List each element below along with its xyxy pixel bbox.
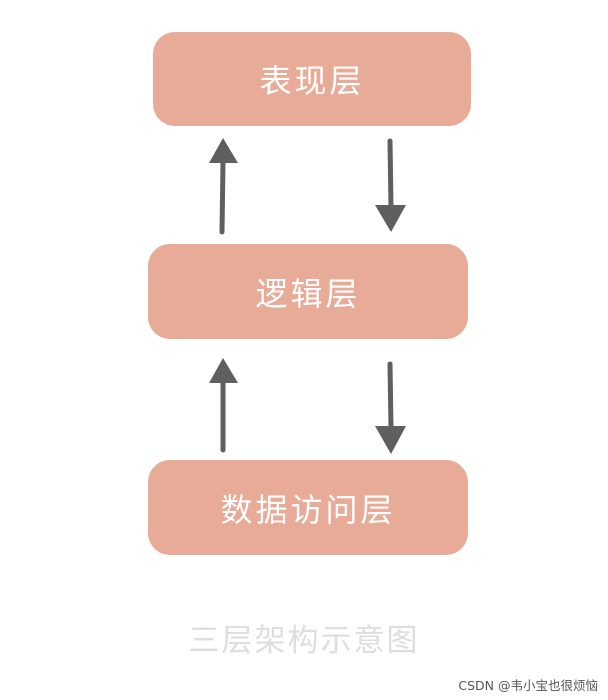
data-access-layer-label: 数据访问层: [220, 490, 396, 529]
logic-layer-box: 逻辑层: [148, 244, 468, 339]
logic-layer-label: 逻辑层: [255, 274, 361, 313]
watermark: CSDN @韦小宝也很烦恼: [458, 678, 598, 693]
data-access-layer-box: 数据访问层: [148, 460, 468, 555]
arrow-down-icon: [375, 361, 406, 454]
presentation-layer-label: 表现层: [259, 62, 365, 100]
arrow-up-icon: [209, 358, 238, 453]
arrow-up-icon: [209, 138, 238, 235]
arrow-down-icon: [375, 138, 406, 232]
presentation-layer-box: 表现层: [153, 32, 471, 126]
diagram-caption: 三层架构示意图: [188, 623, 420, 659]
